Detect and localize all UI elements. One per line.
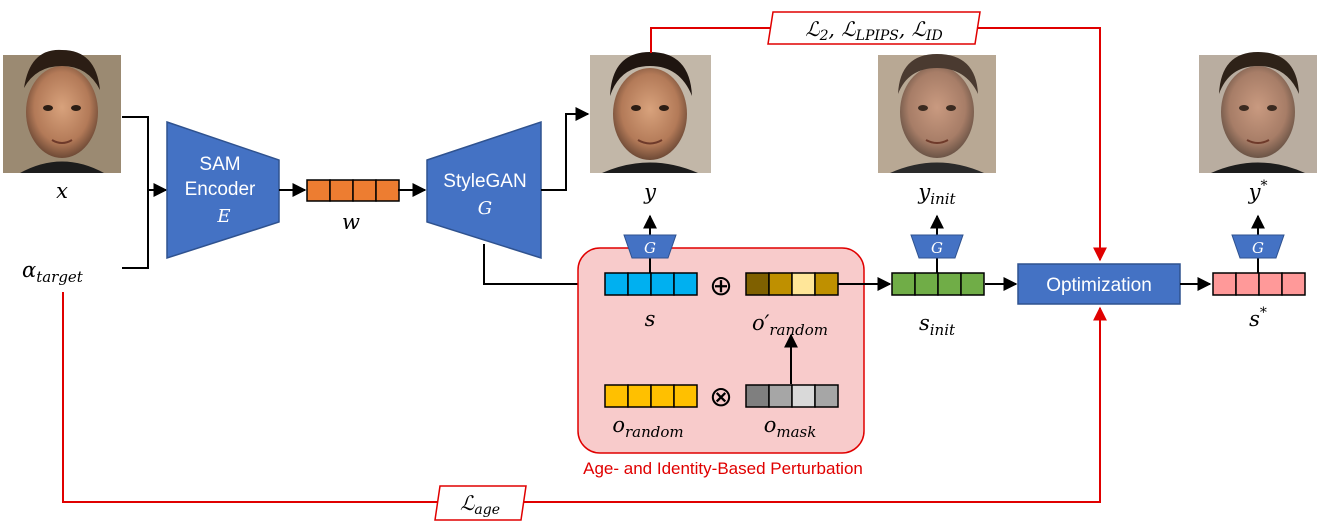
- loss-age-text: ℒage: [460, 491, 500, 518]
- s-vec-cell: [673, 272, 698, 296]
- s-vec-cell: [604, 272, 629, 296]
- perturbation-label: Age- and Identity-Based Perturbation: [583, 459, 863, 478]
- mini-generator-s-init: G: [910, 234, 964, 259]
- sinit-vec-cell: [914, 272, 939, 296]
- label-s-star: s*: [1249, 305, 1267, 331]
- optimization-label: Optimization: [1046, 275, 1152, 296]
- orandom-vec-cell: [650, 384, 675, 408]
- sinit-vec-cell: [937, 272, 962, 296]
- s-vec-cell: [650, 272, 675, 296]
- optimized-face-image-y-star: [1199, 52, 1317, 173]
- s-star-vector: [1212, 272, 1306, 296]
- loss-path-top: [650, 27, 1107, 262]
- svg-text:G: G: [644, 239, 656, 257]
- sstar-vec-cell: [1235, 272, 1260, 296]
- stylegan-label: StyleGAN: [443, 171, 526, 192]
- aged-face-image-y: [590, 52, 711, 173]
- sam-encoder-block: SAM Encoder E: [166, 120, 280, 260]
- o-random-vector: [604, 384, 698, 408]
- sinit-vec-cell: [891, 272, 916, 296]
- stylegan-letter: G: [478, 198, 492, 219]
- s-vec-cell: [627, 272, 652, 296]
- label-s: s: [645, 307, 656, 331]
- oprime-vec-cell: [745, 272, 770, 296]
- orandom-vec-cell: [627, 384, 652, 408]
- sstar-vec-cell: [1281, 272, 1306, 296]
- oprime-vec-cell: [768, 272, 793, 296]
- label-y-star: y*: [1248, 178, 1268, 204]
- loss-top-text: ℒ2, ℒLPIPS, ℒID: [805, 17, 943, 44]
- w-vec-cell: [329, 179, 354, 202]
- mini-generator-s: G: [623, 234, 677, 259]
- svg-text:G: G: [1252, 239, 1264, 257]
- sinit-vec-cell: [960, 272, 985, 296]
- encoder-letter: E: [216, 206, 230, 227]
- sstar-vec-cell: [1212, 272, 1237, 296]
- mini-generator-s-star: G: [1231, 234, 1285, 259]
- o-prime-random-vector: [745, 272, 839, 296]
- svg-text:G: G: [931, 239, 943, 257]
- omask-vec-cell: [745, 384, 770, 408]
- loss-path-bottom: [62, 292, 1107, 503]
- input-merge-bracket: [122, 116, 168, 269]
- label-w: w: [342, 210, 360, 234]
- label-x: x: [56, 179, 68, 203]
- encoder-line1: SAM: [199, 154, 240, 175]
- optimization-block: Optimization: [1017, 263, 1181, 305]
- s-init-vector: [891, 272, 985, 296]
- o-mask-vector: [745, 384, 839, 408]
- orandom-vec-cell: [673, 384, 698, 408]
- orandom-vec-cell: [604, 384, 629, 408]
- initial-face-image-y-init: [878, 54, 996, 173]
- w-vec-cell: [306, 179, 331, 202]
- oplus-symbol: ⊕: [709, 270, 732, 301]
- w-latent-vector: [306, 179, 400, 202]
- label-alpha-target: αtarget: [22, 258, 84, 286]
- label-o-random: orandom: [612, 413, 683, 441]
- loss-top-box: ℒ2, ℒLPIPS, ℒID: [767, 11, 981, 45]
- omask-vec-cell: [791, 384, 816, 408]
- loss-age-box: ℒage: [434, 485, 527, 521]
- omask-vec-cell: [814, 384, 839, 408]
- oprime-vec-cell: [791, 272, 816, 296]
- w-vec-cell: [352, 179, 377, 202]
- omask-vec-cell: [768, 384, 793, 408]
- label-y-init: yinit: [917, 180, 956, 208]
- label-y: y: [643, 180, 657, 204]
- label-s-init: sinit: [919, 311, 956, 339]
- input-face-image-x: [3, 49, 121, 173]
- label-o-mask: omask: [764, 413, 817, 441]
- s-style-vector: [604, 272, 698, 296]
- w-vec-cell: [375, 179, 400, 202]
- encoder-line2: Encoder: [185, 179, 256, 200]
- stylegan-generator-block: StyleGAN G: [426, 120, 542, 260]
- arrow-stylegan-to-y: [541, 107, 590, 191]
- otimes-symbol: ⊗: [709, 381, 732, 412]
- oprime-vec-cell: [814, 272, 839, 296]
- sstar-vec-cell: [1258, 272, 1283, 296]
- arrow-stylegan-to-s: [483, 244, 604, 291]
